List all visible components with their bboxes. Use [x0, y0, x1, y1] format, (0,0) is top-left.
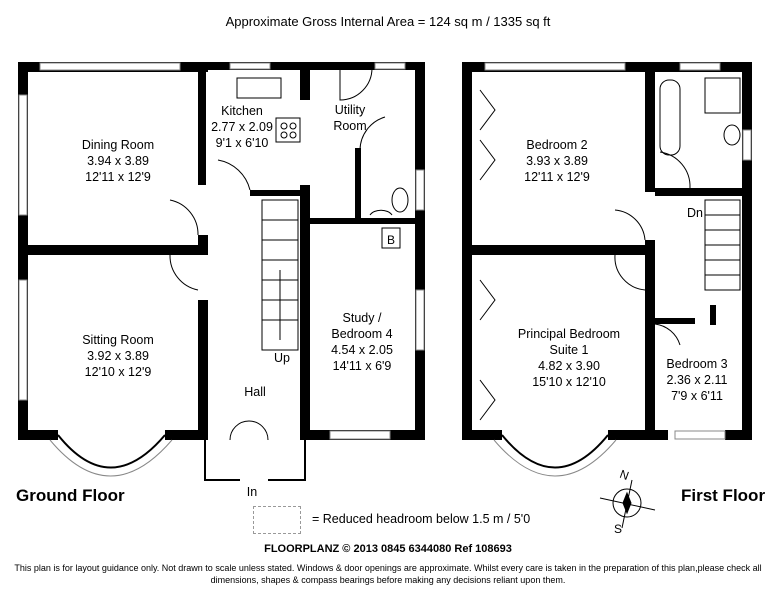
- sitting-room-label: Sitting Room 3.92 x 3.89 12'10 x 12'9: [82, 332, 154, 380]
- room-metric: 4.82 x 3.90: [538, 359, 600, 373]
- compass-south: S: [614, 522, 623, 536]
- study-label: Study / Bedroom 4 4.54 x 2.05 14'11 x 6'…: [331, 310, 393, 374]
- reduced-headroom-swatch: [253, 506, 301, 534]
- room-metric: 2.77 x 2.09: [211, 120, 273, 134]
- room-metric: 3.92 x 3.89: [87, 349, 149, 363]
- principal-bedroom-bay: [501, 434, 609, 469]
- room-name: Sitting Room: [82, 333, 154, 347]
- room-imperial: 9'1 x 6'10: [215, 136, 269, 150]
- boiler: [381, 227, 401, 249]
- room-name: Utility: [334, 103, 366, 117]
- principal-bedroom-label: Principal Bedroom Suite 1 4.82 x 3.90 15…: [518, 326, 620, 390]
- sitting-room-bay: [57, 434, 166, 469]
- room-imperial: 12'11 x 12'9: [85, 170, 151, 184]
- room-name: Bedroom 3: [666, 357, 728, 371]
- room-imperial: 12'11 x 12'9: [524, 170, 590, 184]
- room-metric: 2.36 x 2.11: [666, 373, 728, 387]
- entrance-label: In: [246, 485, 258, 499]
- kitchen-fittings: [169, 67, 409, 441]
- compass-rose: [599, 479, 656, 529]
- room-imperial: 15'10 x 12'10: [532, 375, 606, 389]
- ground-floor-windows: [18, 62, 425, 440]
- bedroom-3-label: Bedroom 3 2.36 x 2.11 7'9 x 6'11: [666, 356, 727, 404]
- disclaimer: This plan is for layout guidance only. N…: [14, 563, 762, 585]
- room-metric: 3.93 x 3.89: [526, 154, 588, 168]
- gross-area-title: Approximate Gross Internal Area = 124 sq…: [225, 14, 551, 29]
- room-name-line2: Room: [333, 119, 367, 133]
- room-imperial: 7'9 x 6'11: [671, 389, 723, 403]
- first-floor-fittings: [479, 77, 741, 421]
- room-imperial: 14'11 x 6'9: [332, 359, 392, 373]
- boiler-label: B: [386, 233, 396, 247]
- room-metric: 4.54 x 2.05: [331, 343, 393, 357]
- room-metric: 3.94 x 3.89: [87, 154, 149, 168]
- utility-room-label: Utility Room: [333, 102, 366, 134]
- hall-label: Hall: [244, 385, 266, 399]
- room-name: Bedroom 2: [526, 138, 588, 152]
- dining-room-label: Dining Room 3.94 x 3.89 12'11 x 12'9: [82, 137, 154, 185]
- credit-line: FLOORPLANZ © 2013 0845 6344080 Ref 10869…: [264, 543, 512, 555]
- room-name-line2: Bedroom 4: [331, 327, 393, 341]
- ground-floor-title: Ground Floor: [16, 486, 125, 505]
- staircase-ground: [261, 199, 299, 351]
- room-name: Dining Room: [81, 138, 155, 152]
- room-name: Study /: [342, 311, 382, 325]
- first-floor-windows: [484, 62, 752, 440]
- kitchen-label: Kitchen 2.77 x 2.09 9'1 x 6'10: [211, 103, 273, 151]
- room-name: Kitchen: [221, 104, 263, 118]
- stairs-down-label: Dn: [687, 206, 703, 220]
- room-name: Principal Bedroom: [517, 327, 621, 341]
- room-name-line2: Suite 1: [549, 343, 589, 357]
- first-floor-title: First Floor: [681, 486, 766, 505]
- legend-text: = Reduced headroom below 1.5 m / 5'0: [312, 512, 531, 526]
- porch: [204, 440, 306, 481]
- stairs-up-label: Up: [274, 351, 290, 365]
- room-imperial: 12'10 x 12'9: [84, 365, 152, 379]
- bedroom-2-label: Bedroom 2 3.93 x 3.89 12'11 x 12'9: [524, 137, 590, 185]
